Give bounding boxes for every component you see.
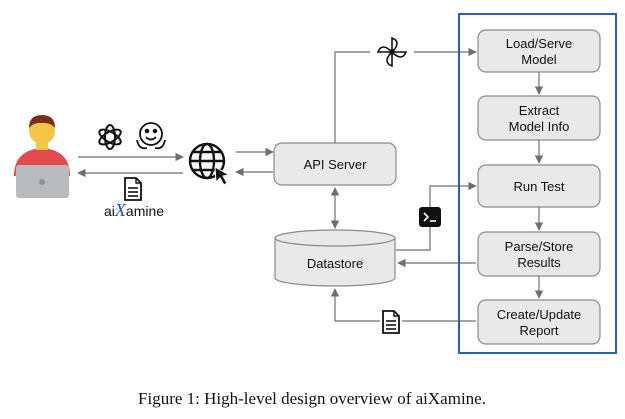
globe-cursor-icon: [188, 142, 231, 186]
datastore-node: Datastore: [274, 229, 396, 287]
load-serve-model-label-line1: Load/Serve: [506, 36, 573, 51]
load-serve-model-label-line2: Model: [521, 52, 557, 67]
create-update-report-label-line1: Create/Update: [497, 307, 582, 322]
load-serve-model-node: Load/Serve Model: [477, 29, 601, 73]
extract-model-info-label-line2: Model Info: [509, 119, 570, 134]
pinwheel-icon: [376, 36, 408, 68]
api-server-label: API Server: [304, 157, 368, 172]
figure-caption: Figure 1: High-level design overview of …: [138, 389, 486, 408]
extract-model-info-node: Extract Model Info: [477, 95, 601, 141]
openai-logo-icon: [98, 124, 122, 150]
create-update-report-node: Create/Update Report: [477, 299, 601, 345]
create-update-report-label-line2: Report: [519, 323, 558, 338]
connector-api-to-orchestrator: [334, 51, 370, 143]
api-server-node: API Server: [273, 142, 397, 186]
brand-prefix: ai: [104, 203, 115, 219]
run-test-node: Run Test: [477, 164, 601, 208]
datastore-label: Datastore: [307, 256, 363, 271]
brand-x: X: [114, 200, 127, 220]
hugging-face-icon: [136, 122, 166, 150]
terminal-icon: [419, 207, 441, 227]
user-laptop-icon: [14, 115, 70, 198]
pipeline-container: [458, 13, 617, 354]
parse-store-results-label-line2: Results: [517, 255, 561, 270]
run-test-label: Run Test: [513, 179, 564, 194]
aixamine-wordmark: aiXamine: [104, 200, 164, 220]
parse-store-results-node: Parse/Store Results: [477, 231, 601, 277]
arrow-report-to-datastore: [330, 288, 476, 322]
report-document-icon: [380, 309, 402, 335]
parse-store-results-label-line1: Parse/Store: [505, 239, 574, 254]
brand-suffix: amine: [126, 203, 164, 219]
document-icon: [124, 177, 142, 201]
extract-model-info-label-line1: Extract: [519, 103, 560, 118]
